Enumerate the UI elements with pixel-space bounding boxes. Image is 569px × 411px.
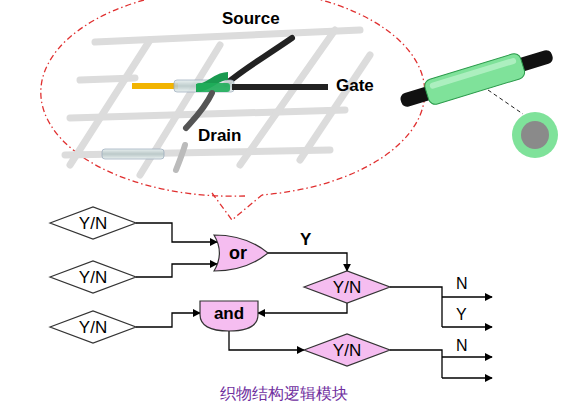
caption: 织物结构逻辑模块 xyxy=(220,386,348,402)
source-fiber xyxy=(226,38,292,84)
decision-diamond: Y/N xyxy=(304,334,390,366)
cross-section-core xyxy=(521,121,549,149)
node-text: or xyxy=(229,244,247,262)
decision-diamond: Y/N xyxy=(50,311,136,343)
output-label: Y xyxy=(456,307,467,323)
decision-diamond: Y/N xyxy=(304,271,390,303)
node-text: Y/N xyxy=(79,215,107,232)
gate-fiber xyxy=(232,84,328,90)
connector-arrow xyxy=(136,223,217,242)
node-text: Y/N xyxy=(333,342,361,359)
output-label: N xyxy=(456,338,468,354)
decision-diamond: Y/N xyxy=(50,207,136,239)
output-label: N xyxy=(456,276,468,292)
insulating-tube xyxy=(102,149,164,159)
terminal-label: Gate xyxy=(336,77,374,94)
fabric-mesh xyxy=(65,30,370,175)
and-gate: and xyxy=(200,301,258,331)
or-gate: or xyxy=(214,235,268,271)
terminal-label: Drain xyxy=(198,127,241,144)
coated-fiber xyxy=(397,43,556,114)
connector-arrow xyxy=(258,303,347,313)
terminal-label: Source xyxy=(222,10,280,27)
gate-core xyxy=(132,83,178,89)
node-text: Y/N xyxy=(333,279,361,296)
drain-fiber-lower xyxy=(176,145,185,170)
callout-tail xyxy=(212,193,262,220)
connector-arrow xyxy=(136,313,200,327)
node-text: and xyxy=(214,305,244,322)
leader-line xyxy=(488,90,523,114)
connector-arrow xyxy=(268,253,347,271)
edge-label: Y xyxy=(299,231,312,248)
output-wires xyxy=(390,287,492,378)
node-text: Y/N xyxy=(79,269,107,286)
insulating-tube xyxy=(174,80,234,92)
node-text: Y/N xyxy=(79,319,107,336)
connector-arrow xyxy=(229,331,304,350)
callout-bubble xyxy=(41,0,425,196)
decision-diamond: Y/N xyxy=(50,261,136,293)
cross-section-ring xyxy=(512,112,558,158)
drain-fiber xyxy=(186,93,212,128)
connector-arrow xyxy=(136,264,217,277)
